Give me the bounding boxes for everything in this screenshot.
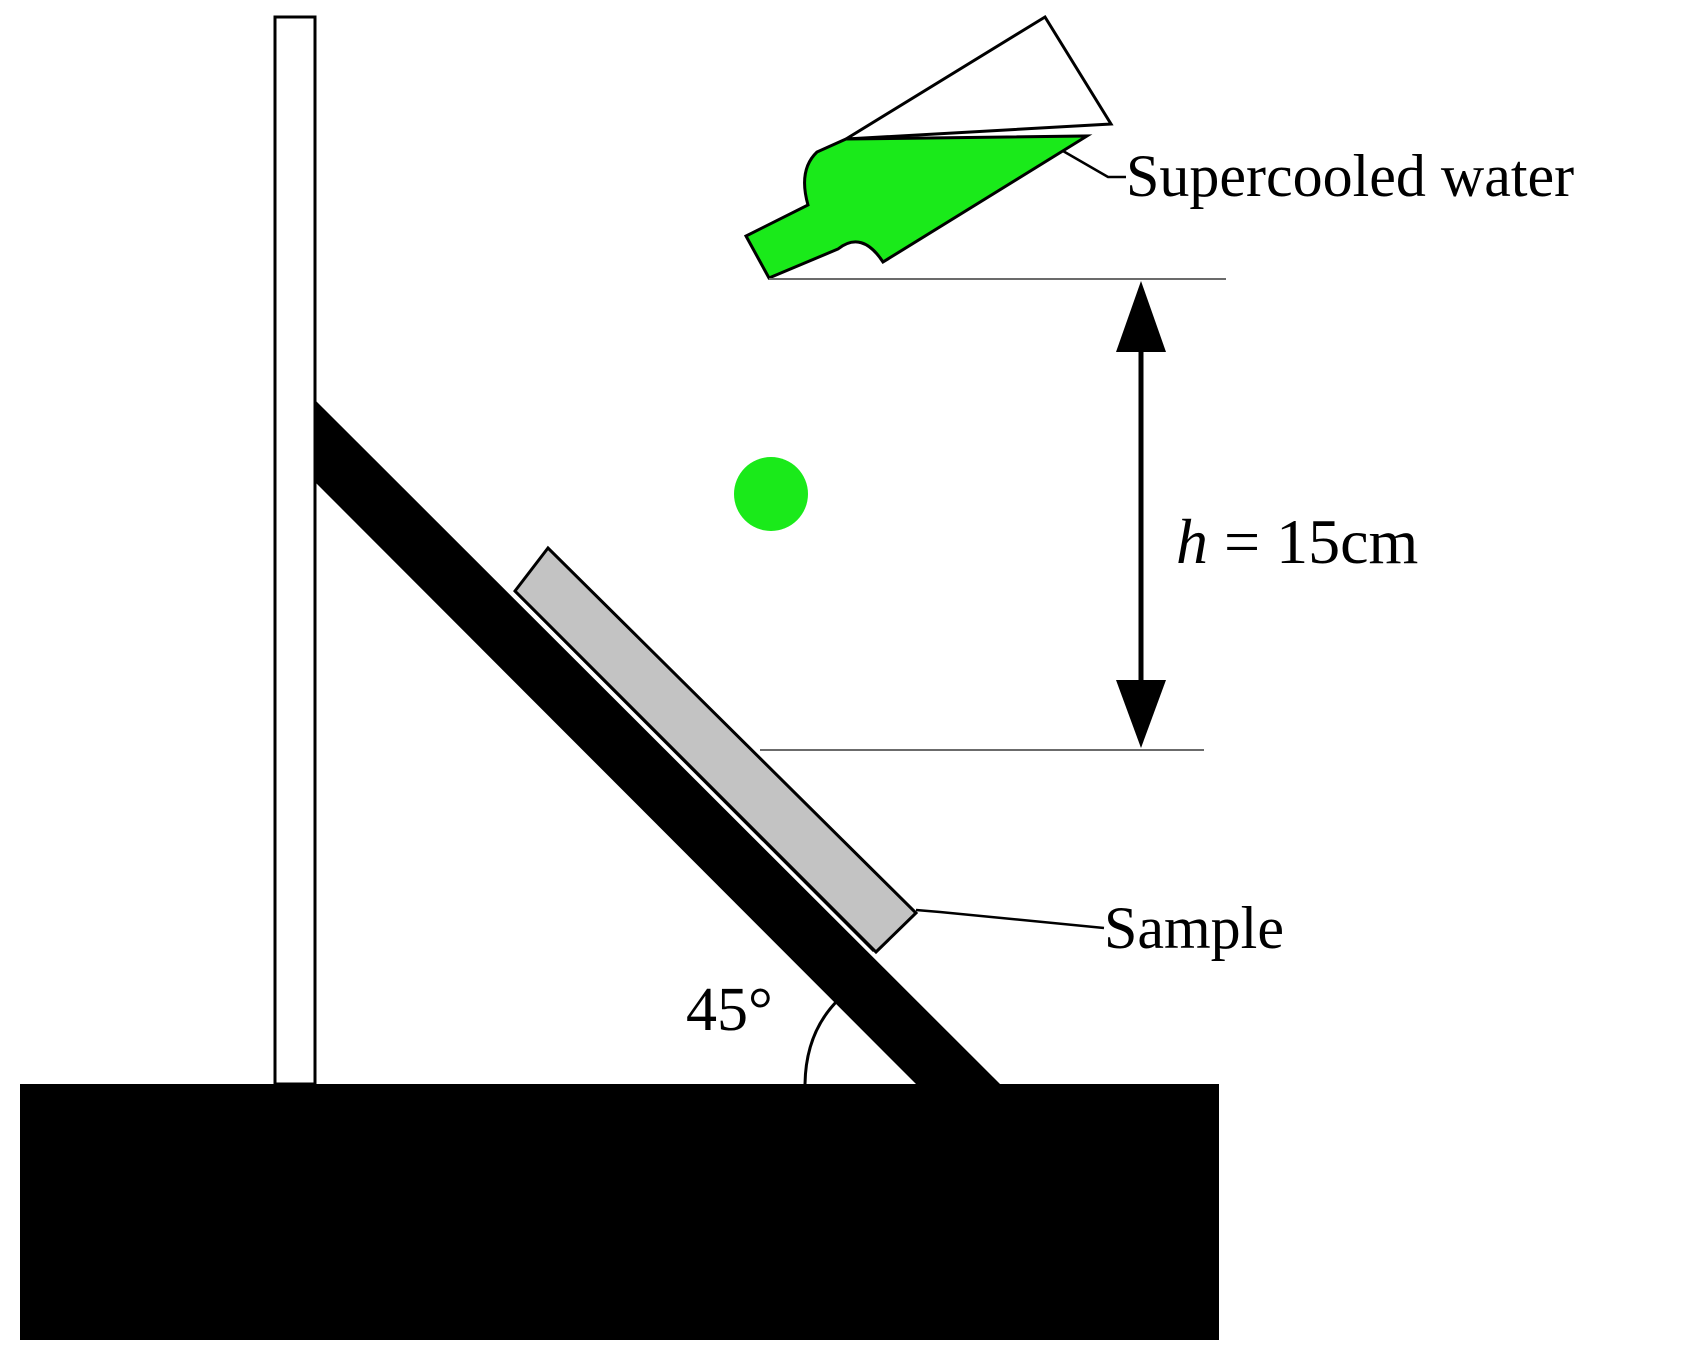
sample-leader-line <box>915 908 1105 930</box>
water-leader-line <box>1062 149 1126 179</box>
sample-label: Sample <box>1104 895 1284 961</box>
height-value: = 15cm <box>1208 506 1418 577</box>
beaker-empty-part <box>845 14 1114 141</box>
height-variable: h <box>1176 506 1208 577</box>
height-arrow-head-up <box>1116 281 1166 352</box>
water-label: Supercooled water <box>1126 143 1574 209</box>
water-droplet <box>734 457 808 531</box>
height-arrow-head-down <box>1116 680 1166 748</box>
height-label: h = 15cm <box>1176 506 1418 577</box>
stand-pole <box>273 15 317 1086</box>
angle-arc <box>803 982 859 1085</box>
base-block <box>20 1084 1219 1340</box>
beaker-water-part <box>743 134 1093 280</box>
inclined-board <box>315 400 1000 1084</box>
sample-plate <box>513 545 919 955</box>
angle-label: 45° <box>686 976 773 1044</box>
